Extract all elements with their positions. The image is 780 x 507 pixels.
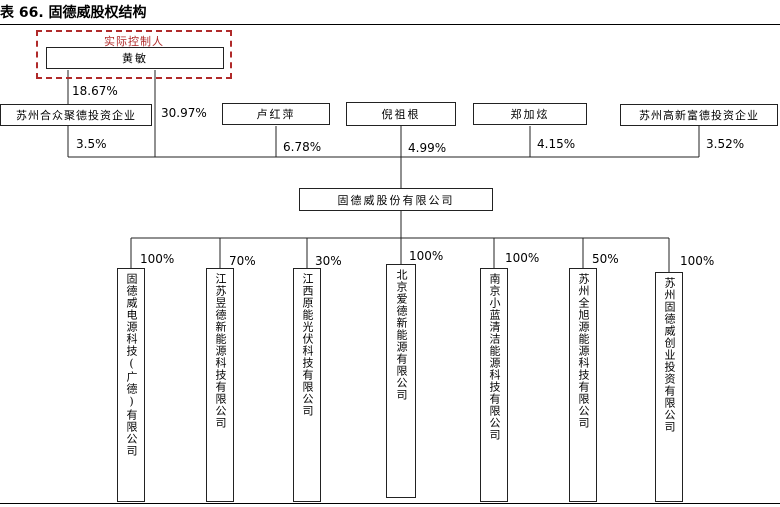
pct-sub-quanxu: 50% — [592, 252, 619, 266]
subsidiary-box-yude: 江苏昱德新能源科技有限公司 — [206, 268, 234, 502]
controller-box: 黄敏 — [46, 47, 224, 69]
pct-sub-guangde: 100% — [140, 252, 175, 266]
pct-luhongping: 6.78% — [283, 140, 322, 154]
shareholder-box-luhongping: 卢红萍 — [222, 103, 330, 125]
pct-gaoxinfude: 3.52% — [706, 137, 745, 151]
pct-sub-yuanneng: 30% — [315, 254, 342, 268]
page-title: 表 66. 固德威股权结构 — [0, 5, 147, 21]
controller-label: 实际控制人 — [104, 35, 164, 48]
shareholder-box-gaoxinfude: 苏州高新富德投资企业 — [620, 104, 778, 126]
pct-sub-beijing: 100% — [409, 249, 444, 263]
pct-zhengjiaxuan: 4.15% — [537, 137, 576, 151]
shareholder-box-zhengjiaxuan: 郑加炫 — [473, 103, 587, 125]
pct-sub-chuangye: 100% — [680, 254, 715, 268]
pct-controller-direct: 30.97% — [161, 106, 207, 120]
controller-name: 黄敏 — [122, 52, 148, 65]
subsidiary-box-yuanneng: 江西原能光伏科技有限公司 — [293, 268, 321, 502]
subsidiary-box-quanxu: 苏州全旭源能源科技有限公司 — [569, 268, 597, 502]
pct-hezhong: 3.5% — [76, 137, 107, 151]
pct-controller-hezhong: 18.67% — [72, 84, 118, 98]
subsidiary-box-guangde: 固德威电源科技(广德)有限公司 — [117, 268, 145, 502]
subsidiary-box-chuangye: 苏州固德威创业投资有限公司 — [655, 272, 683, 502]
company-box: 固德威股份有限公司 — [299, 188, 493, 211]
shareholder-box-hezhong: 苏州合众聚德投资企业 — [0, 104, 152, 126]
top-rule — [0, 24, 780, 25]
subsidiary-box-nanjing: 南京小蓝清洁能源科技有限公司 — [480, 268, 508, 502]
pct-sub-nanjing: 100% — [505, 251, 540, 265]
bottom-rule — [0, 503, 780, 504]
subsidiary-box-beijing: 北京爱德新能源有限公司 — [386, 264, 416, 498]
pct-sub-yude: 70% — [229, 254, 256, 268]
shareholder-box-nizugen: 倪祖根 — [346, 102, 456, 126]
pct-nizugen: 4.99% — [408, 141, 447, 155]
controller-dashed-frame — [36, 30, 232, 79]
